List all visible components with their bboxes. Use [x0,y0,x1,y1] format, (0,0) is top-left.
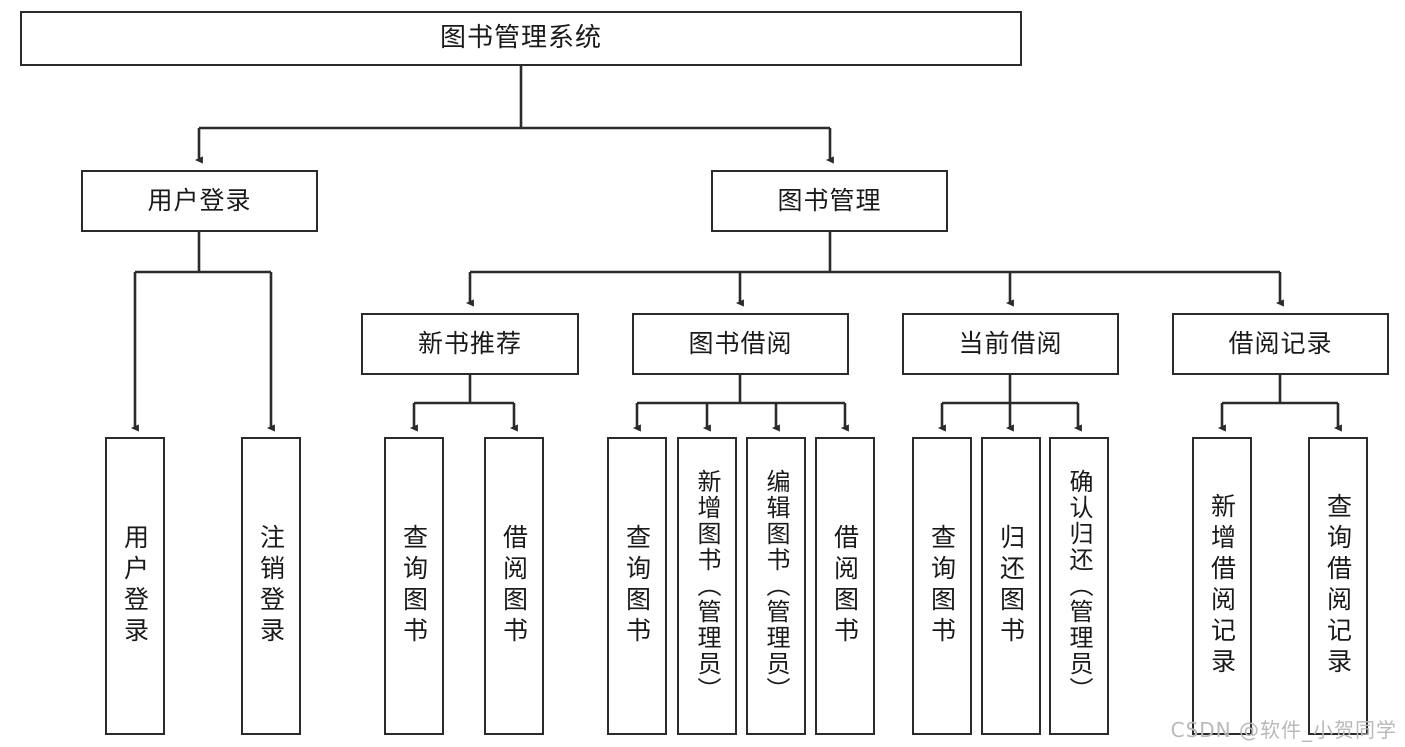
node-label: 借阅记录 [1228,329,1333,359]
node-label: 图书借阅 [688,329,793,359]
node-book-manage[interactable]: 图书管理 [711,170,948,232]
leaf-borrow-book-2[interactable]: 借阅图书 [815,437,875,735]
leaf-query-book-1[interactable]: 查询图书 [384,437,444,735]
node-label: 图书管理系统 [439,23,602,54]
node-label: 借阅图书 [830,524,860,648]
node-label: 查询借阅记录 [1323,493,1353,679]
node-label: 编辑图书（管理员） [762,469,790,703]
leaf-edit-book[interactable]: 编辑图书（管理员） [746,437,806,735]
node-borrow-record[interactable]: 借阅记录 [1172,313,1389,375]
leaf-return-book[interactable]: 归还图书 [981,437,1041,735]
leaf-logout-login[interactable]: 注销登录 [241,437,301,735]
node-label: 当前借阅 [958,329,1063,359]
leaf-query-book-2[interactable]: 查询图书 [607,437,667,735]
node-label: 查询图书 [927,524,957,648]
node-label: 查询图书 [399,524,429,648]
node-label: 新增借阅记录 [1207,493,1237,679]
node-label: 归还图书 [996,524,1026,648]
node-label: 确认归还（管理员） [1065,469,1093,703]
node-current-borrow[interactable]: 当前借阅 [902,313,1119,375]
node-user-login[interactable]: 用户登录 [81,170,318,232]
node-label: 新书推荐 [417,329,522,359]
node-label: 图书管理 [777,186,882,216]
node-label: 注销登录 [256,524,286,648]
leaf-borrow-book-1[interactable]: 借阅图书 [484,437,544,735]
node-label: 用户登录 [120,524,150,648]
leaf-add-record[interactable]: 新增借阅记录 [1192,437,1252,735]
leaf-query-book-3[interactable]: 查询图书 [912,437,972,735]
node-book-borrow[interactable]: 图书借阅 [632,313,849,375]
node-label: 借阅图书 [499,524,529,648]
node-root-system[interactable]: 图书管理系统 [20,11,1022,66]
leaf-user-login[interactable]: 用户登录 [105,437,165,735]
leaf-add-book[interactable]: 新增图书（管理员） [677,437,737,735]
csdn-watermark: CSDN @软件_小贺同学 [1170,718,1397,742]
node-label: 查询图书 [622,524,652,648]
leaf-query-record[interactable]: 查询借阅记录 [1308,437,1368,735]
leaf-confirm-return[interactable]: 确认归还（管理员） [1049,437,1109,735]
node-label: 用户登录 [147,186,252,216]
node-new-book-rec[interactable]: 新书推荐 [361,313,579,375]
node-label: 新增图书（管理员） [693,469,721,703]
